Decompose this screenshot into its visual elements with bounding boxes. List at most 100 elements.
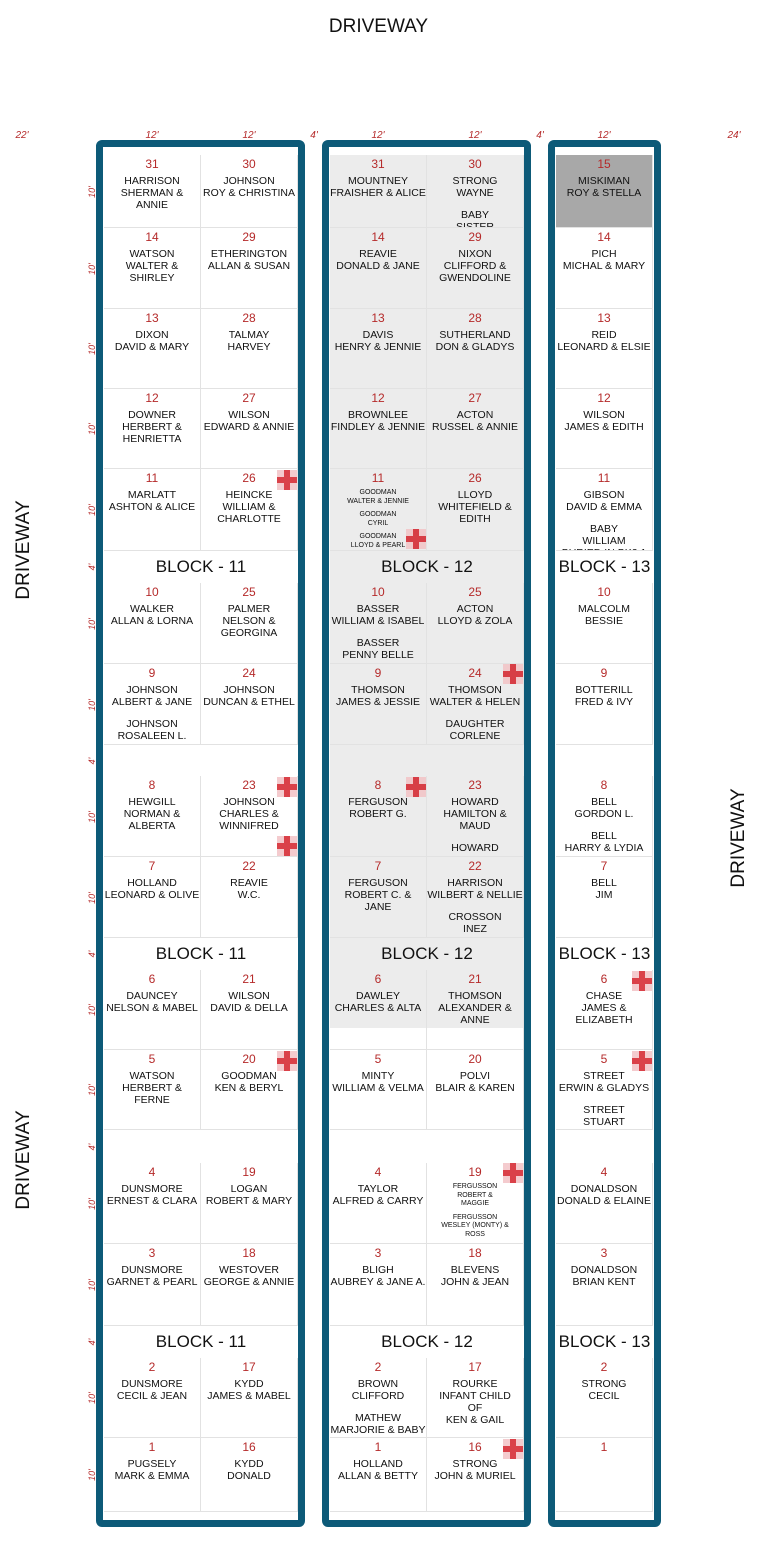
occupant-name: BELL xyxy=(591,877,617,889)
occupant-name: GORDON L. xyxy=(574,808,634,820)
plot-number: 9 xyxy=(600,666,608,680)
occupant-name: ALEXANDER & xyxy=(438,1002,512,1014)
occupant-name: JOHNSON xyxy=(126,684,178,696)
plot-number: 26 xyxy=(242,471,256,485)
occupant-name: DAWLEY xyxy=(356,990,400,1002)
occupant-name: MOUNTNEY xyxy=(347,175,409,187)
occupant-name: CHARLES & xyxy=(219,808,279,820)
plot-number: 19 xyxy=(468,1165,482,1179)
occupant-name: WILBERT & NELLIE xyxy=(427,889,523,901)
plot-number: 17 xyxy=(468,1360,482,1374)
plot-number: 8 xyxy=(148,778,156,792)
occupant-name: DUNSMORE xyxy=(121,1378,183,1390)
plot-cell[interactable]: 1 xyxy=(556,1438,653,1512)
grave-marker-cross-icon xyxy=(632,1051,652,1071)
occupant-name: ETHERINGTON xyxy=(210,248,288,260)
occupant-name: FINDLEY & JENNIE xyxy=(330,421,426,433)
plot-number: 19 xyxy=(242,1165,256,1179)
occupant-name: REAVIE xyxy=(359,248,397,260)
occupant-name: JAMES & xyxy=(581,1002,627,1014)
occupant-name: DAVID & EMMA xyxy=(566,501,642,513)
plot-number: 22 xyxy=(468,859,482,873)
